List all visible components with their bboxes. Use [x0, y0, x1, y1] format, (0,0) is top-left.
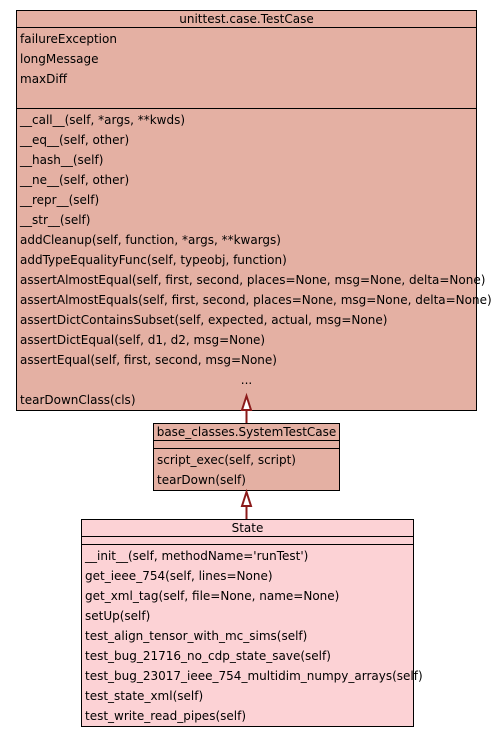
method: assertAlmostEquals(self, first, second, …: [20, 293, 492, 307]
method: assertDictContainsSubset(self, expected,…: [20, 313, 388, 327]
class-state[interactable]: State __init__(self, methodName='runTest…: [81, 519, 423, 727]
method: test_state_xml(self): [85, 689, 204, 703]
method-ellipsis: ...: [240, 373, 253, 387]
attribute: longMessage: [20, 52, 99, 66]
class-title: base_classes.SystemTestCase: [154, 424, 339, 441]
method: __init__(self, methodName='runTest'): [85, 549, 309, 563]
method: tearDown(self): [157, 473, 246, 487]
method: assertAlmostEqual(self, first, second, p…: [20, 273, 486, 287]
method: test_bug_23017_ieee_754_multidim_numpy_a…: [85, 669, 423, 683]
method: __eq__(self, other): [20, 133, 130, 147]
attribute: maxDiff: [20, 72, 67, 86]
method: test_write_read_pipes(self): [85, 709, 246, 723]
attribute: failureException: [20, 32, 117, 46]
method: __str__(self): [20, 213, 91, 227]
arrow-head: [240, 488, 253, 507]
method: test_bug_21716_no_cdp_state_save(self): [85, 649, 331, 663]
method: assertEqual(self, first, second, msg=Non…: [20, 353, 277, 367]
method: setUp(self): [85, 609, 151, 623]
inheritance-arrow-state-to-systemtestcase: [240, 488, 253, 519]
attributes-section: [154, 441, 339, 449]
class-testcase[interactable]: unittest.case.TestCase failureException …: [16, 10, 492, 411]
class-title: unittest.case.TestCase: [17, 11, 476, 28]
inheritance-arrow-systemtestcase-to-testcase: [240, 392, 253, 423]
attributes-section: failureException longMessage maxDiff: [17, 28, 476, 109]
methods-section: script_exec(self, script) tearDown(self): [154, 449, 339, 490]
method: __ne__(self, other): [20, 173, 130, 187]
arrow-head: [240, 392, 253, 411]
method: addCleanup(self, function, *args, **kwar…: [20, 233, 281, 247]
attributes-section: [82, 537, 413, 545]
method: get_ieee_754(self, lines=None): [85, 569, 273, 583]
methods-section: __call__(self, *args, **kwds) __eq__(sel…: [17, 109, 492, 410]
method: get_xml_tag(self, file=None, name=None): [85, 589, 340, 603]
method: script_exec(self, script): [157, 453, 296, 467]
method: assertDictEqual(self, d1, d2, msg=None): [20, 333, 266, 347]
method: __repr__(self): [20, 193, 100, 207]
class-systemtestcase[interactable]: base_classes.SystemTestCase script_exec(…: [153, 423, 340, 491]
method: addTypeEqualityFunc(self, typeobj, funct…: [20, 253, 287, 267]
method: tearDownClass(cls): [20, 393, 136, 407]
methods-section: __init__(self, methodName='runTest') get…: [82, 545, 423, 726]
class-title: State: [82, 520, 413, 537]
method: __hash__(self): [20, 153, 104, 167]
method: __call__(self, *args, **kwds): [20, 113, 186, 127]
method: test_align_tensor_with_mc_sims(self): [85, 629, 308, 643]
